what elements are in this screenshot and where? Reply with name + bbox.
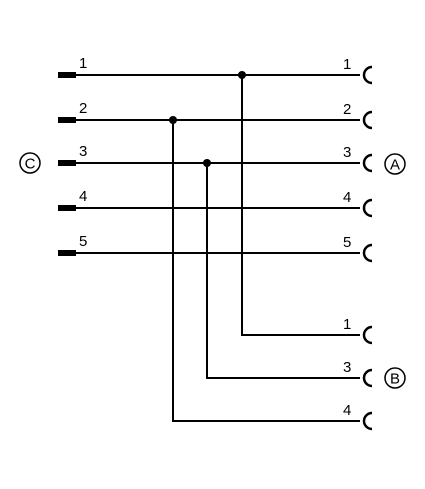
connector-c-pin-labels: 1 2 3 4 5 xyxy=(79,55,87,250)
junction-dot-3 xyxy=(203,159,211,167)
connector-b-badge: B xyxy=(384,367,406,389)
connector-a-sockets xyxy=(362,65,373,263)
socket-b3-icon xyxy=(362,368,373,388)
pin-c2-stub xyxy=(58,117,76,123)
pin-c5-stub xyxy=(58,250,76,256)
socket-a4-icon xyxy=(362,198,373,218)
pin-c4-stub xyxy=(58,205,76,211)
junction-dot-1 xyxy=(238,71,246,79)
pin-c5-label: 5 xyxy=(79,233,87,250)
branch-wire-4 xyxy=(172,120,360,422)
wires-c-to-a xyxy=(76,74,360,254)
pin-b3-label: 3 xyxy=(343,359,351,376)
pin-b1-label: 1 xyxy=(343,316,351,333)
pin-a5-label: 5 xyxy=(343,234,351,251)
pin-c1-stub xyxy=(58,72,76,78)
pin-c2-label: 2 xyxy=(79,100,87,117)
connector-b-pin-labels: 1 3 4 xyxy=(343,316,351,419)
socket-a3-icon xyxy=(362,153,373,173)
pin-c3-label: 3 xyxy=(79,143,87,160)
socket-b4-icon xyxy=(362,411,373,431)
pin-c4-label: 4 xyxy=(79,188,87,205)
connector-b-label: B xyxy=(390,371,400,388)
pin-c3-stub xyxy=(58,160,76,166)
connector-c-badge: C xyxy=(19,152,41,174)
socket-a1-icon xyxy=(362,65,373,85)
pin-b4-label: 4 xyxy=(343,402,351,419)
pin-a2-label: 2 xyxy=(343,101,351,118)
pin-a3-label: 3 xyxy=(343,144,351,161)
junction-dot-2 xyxy=(169,116,177,124)
connector-c-label: C xyxy=(25,156,36,173)
socket-a2-icon xyxy=(362,110,373,130)
pin-a4-label: 4 xyxy=(343,189,351,206)
branch-wire-3 xyxy=(206,163,360,379)
socket-a5-icon xyxy=(362,243,373,263)
wires-to-b xyxy=(172,75,360,422)
connector-a-label: A xyxy=(390,157,400,174)
socket-b1-icon xyxy=(362,325,373,345)
pin-c1-label: 1 xyxy=(79,55,87,72)
pin-a1-label: 1 xyxy=(343,56,351,73)
branch-wire-1 xyxy=(241,75,360,336)
connector-a-badge: A xyxy=(384,153,406,175)
connector-c-pins xyxy=(58,72,76,256)
connector-b-sockets xyxy=(362,325,373,431)
junctions xyxy=(169,71,246,167)
connector-a-pin-labels: 1 2 3 4 5 xyxy=(343,56,351,251)
